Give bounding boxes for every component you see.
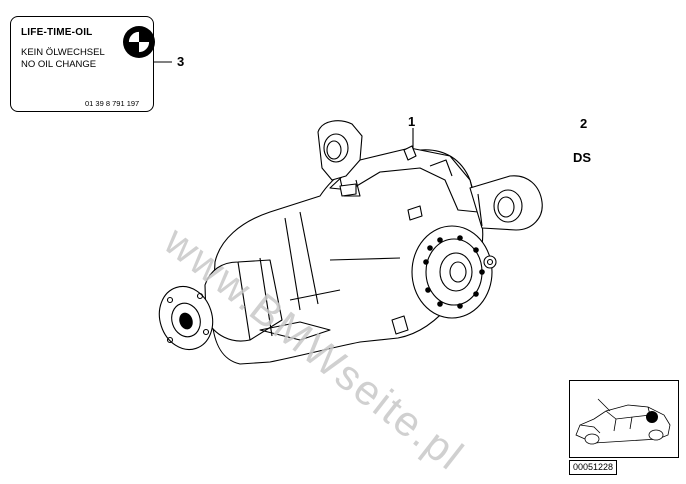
callout-1: 1 — [408, 114, 416, 129]
component-location-marker — [646, 411, 658, 423]
callout-2-ds: DS — [573, 150, 592, 165]
oil-label-part-code: 01 39 8 791 197 — [85, 99, 140, 108]
oil-label-sticker: LIFE-TIME-OIL KEIN ÖLWECHSEL NO OIL CHAN… — [10, 16, 155, 112]
oil-label-line-english: NO OIL CHANGE — [21, 59, 97, 70]
callout-3: 3 — [177, 54, 185, 69]
bmw-logo-icon — [123, 26, 155, 58]
vehicle-location-thumbnail — [569, 380, 679, 458]
oil-label-title: LIFE-TIME-OIL — [21, 27, 93, 38]
diagram-reference-number: 00051228 — [569, 460, 618, 475]
car-outline-icon — [575, 398, 671, 445]
callout-2: 2 — [580, 116, 588, 131]
oil-label-line-german: KEIN ÖLWECHSEL — [21, 47, 105, 58]
